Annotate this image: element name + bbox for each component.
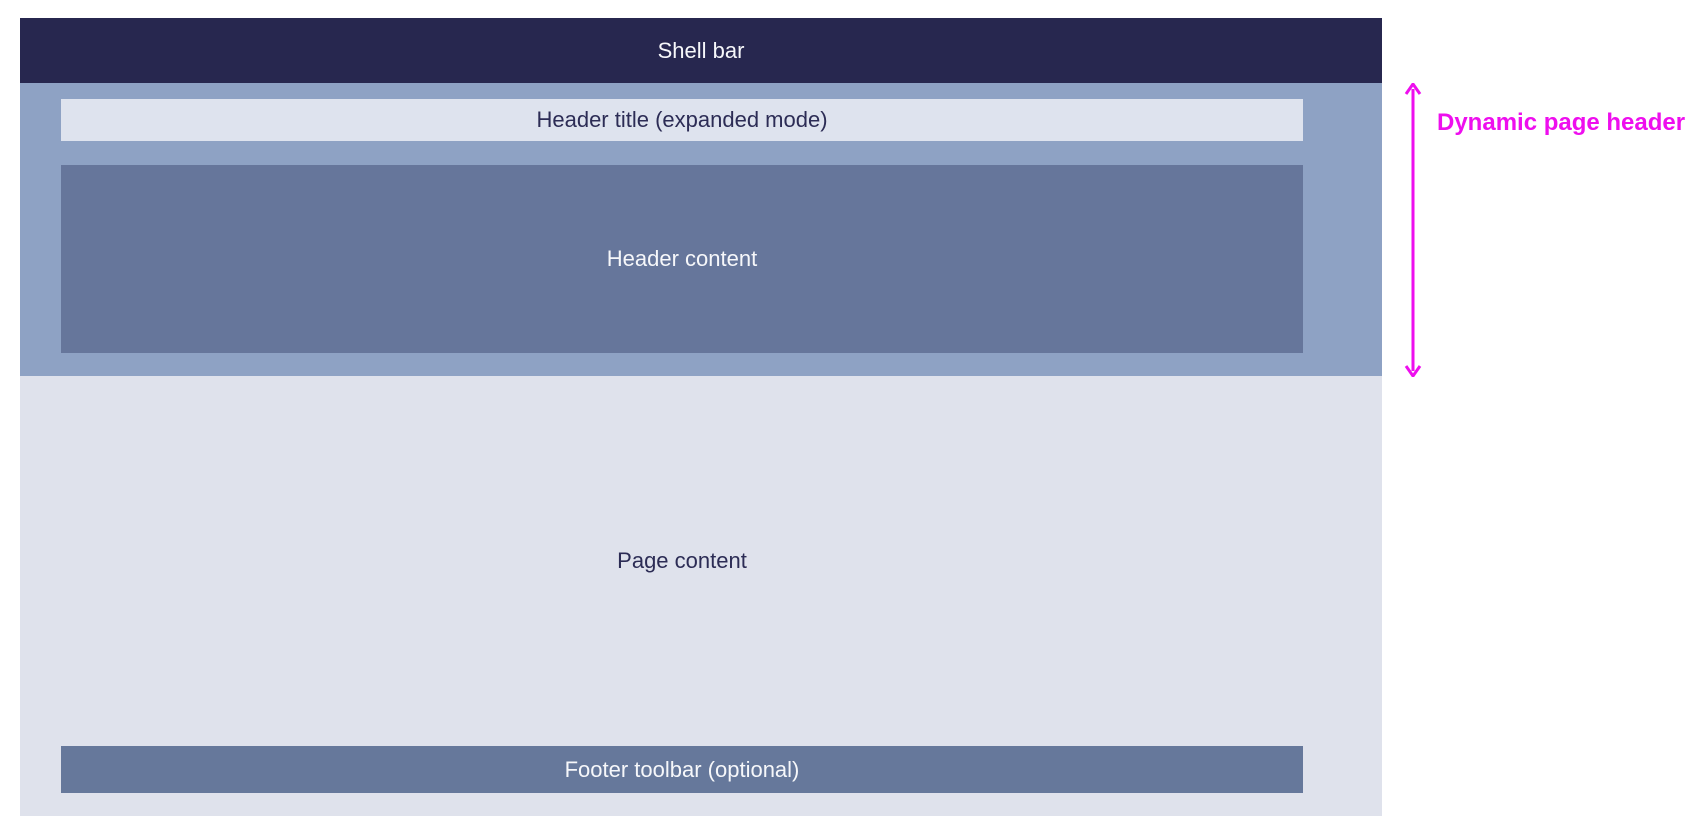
page-content-label: Page content [617,548,747,573]
header-content-label: Header content [606,246,758,271]
vertical-double-arrow-icon [1404,83,1422,377]
footer-toolbar: Footer toolbar (optional) [61,746,1303,793]
header-content-box: Header content [61,165,1303,353]
shell-bar: Shell bar [20,18,1382,83]
page-bottom-spacer [61,793,1303,816]
app-layout-schematic: Shell bar Header title (expanded mode) H… [20,18,1382,816]
shell-bar-label: Shell bar [657,37,745,63]
header-title-bar: Header title (expanded mode) [61,99,1303,141]
page-content-area: Page content [61,376,1303,746]
footer-toolbar-label: Footer toolbar (optional) [564,756,800,782]
header-title-label: Header title (expanded mode) [536,107,828,132]
dynamic-page-header-annotation-label: Dynamic page header [1437,109,1686,136]
dynamic-page-header-region: Header title (expanded mode) Header cont… [20,83,1382,376]
page-content-region: Page content Footer toolbar (optional) [20,376,1382,816]
